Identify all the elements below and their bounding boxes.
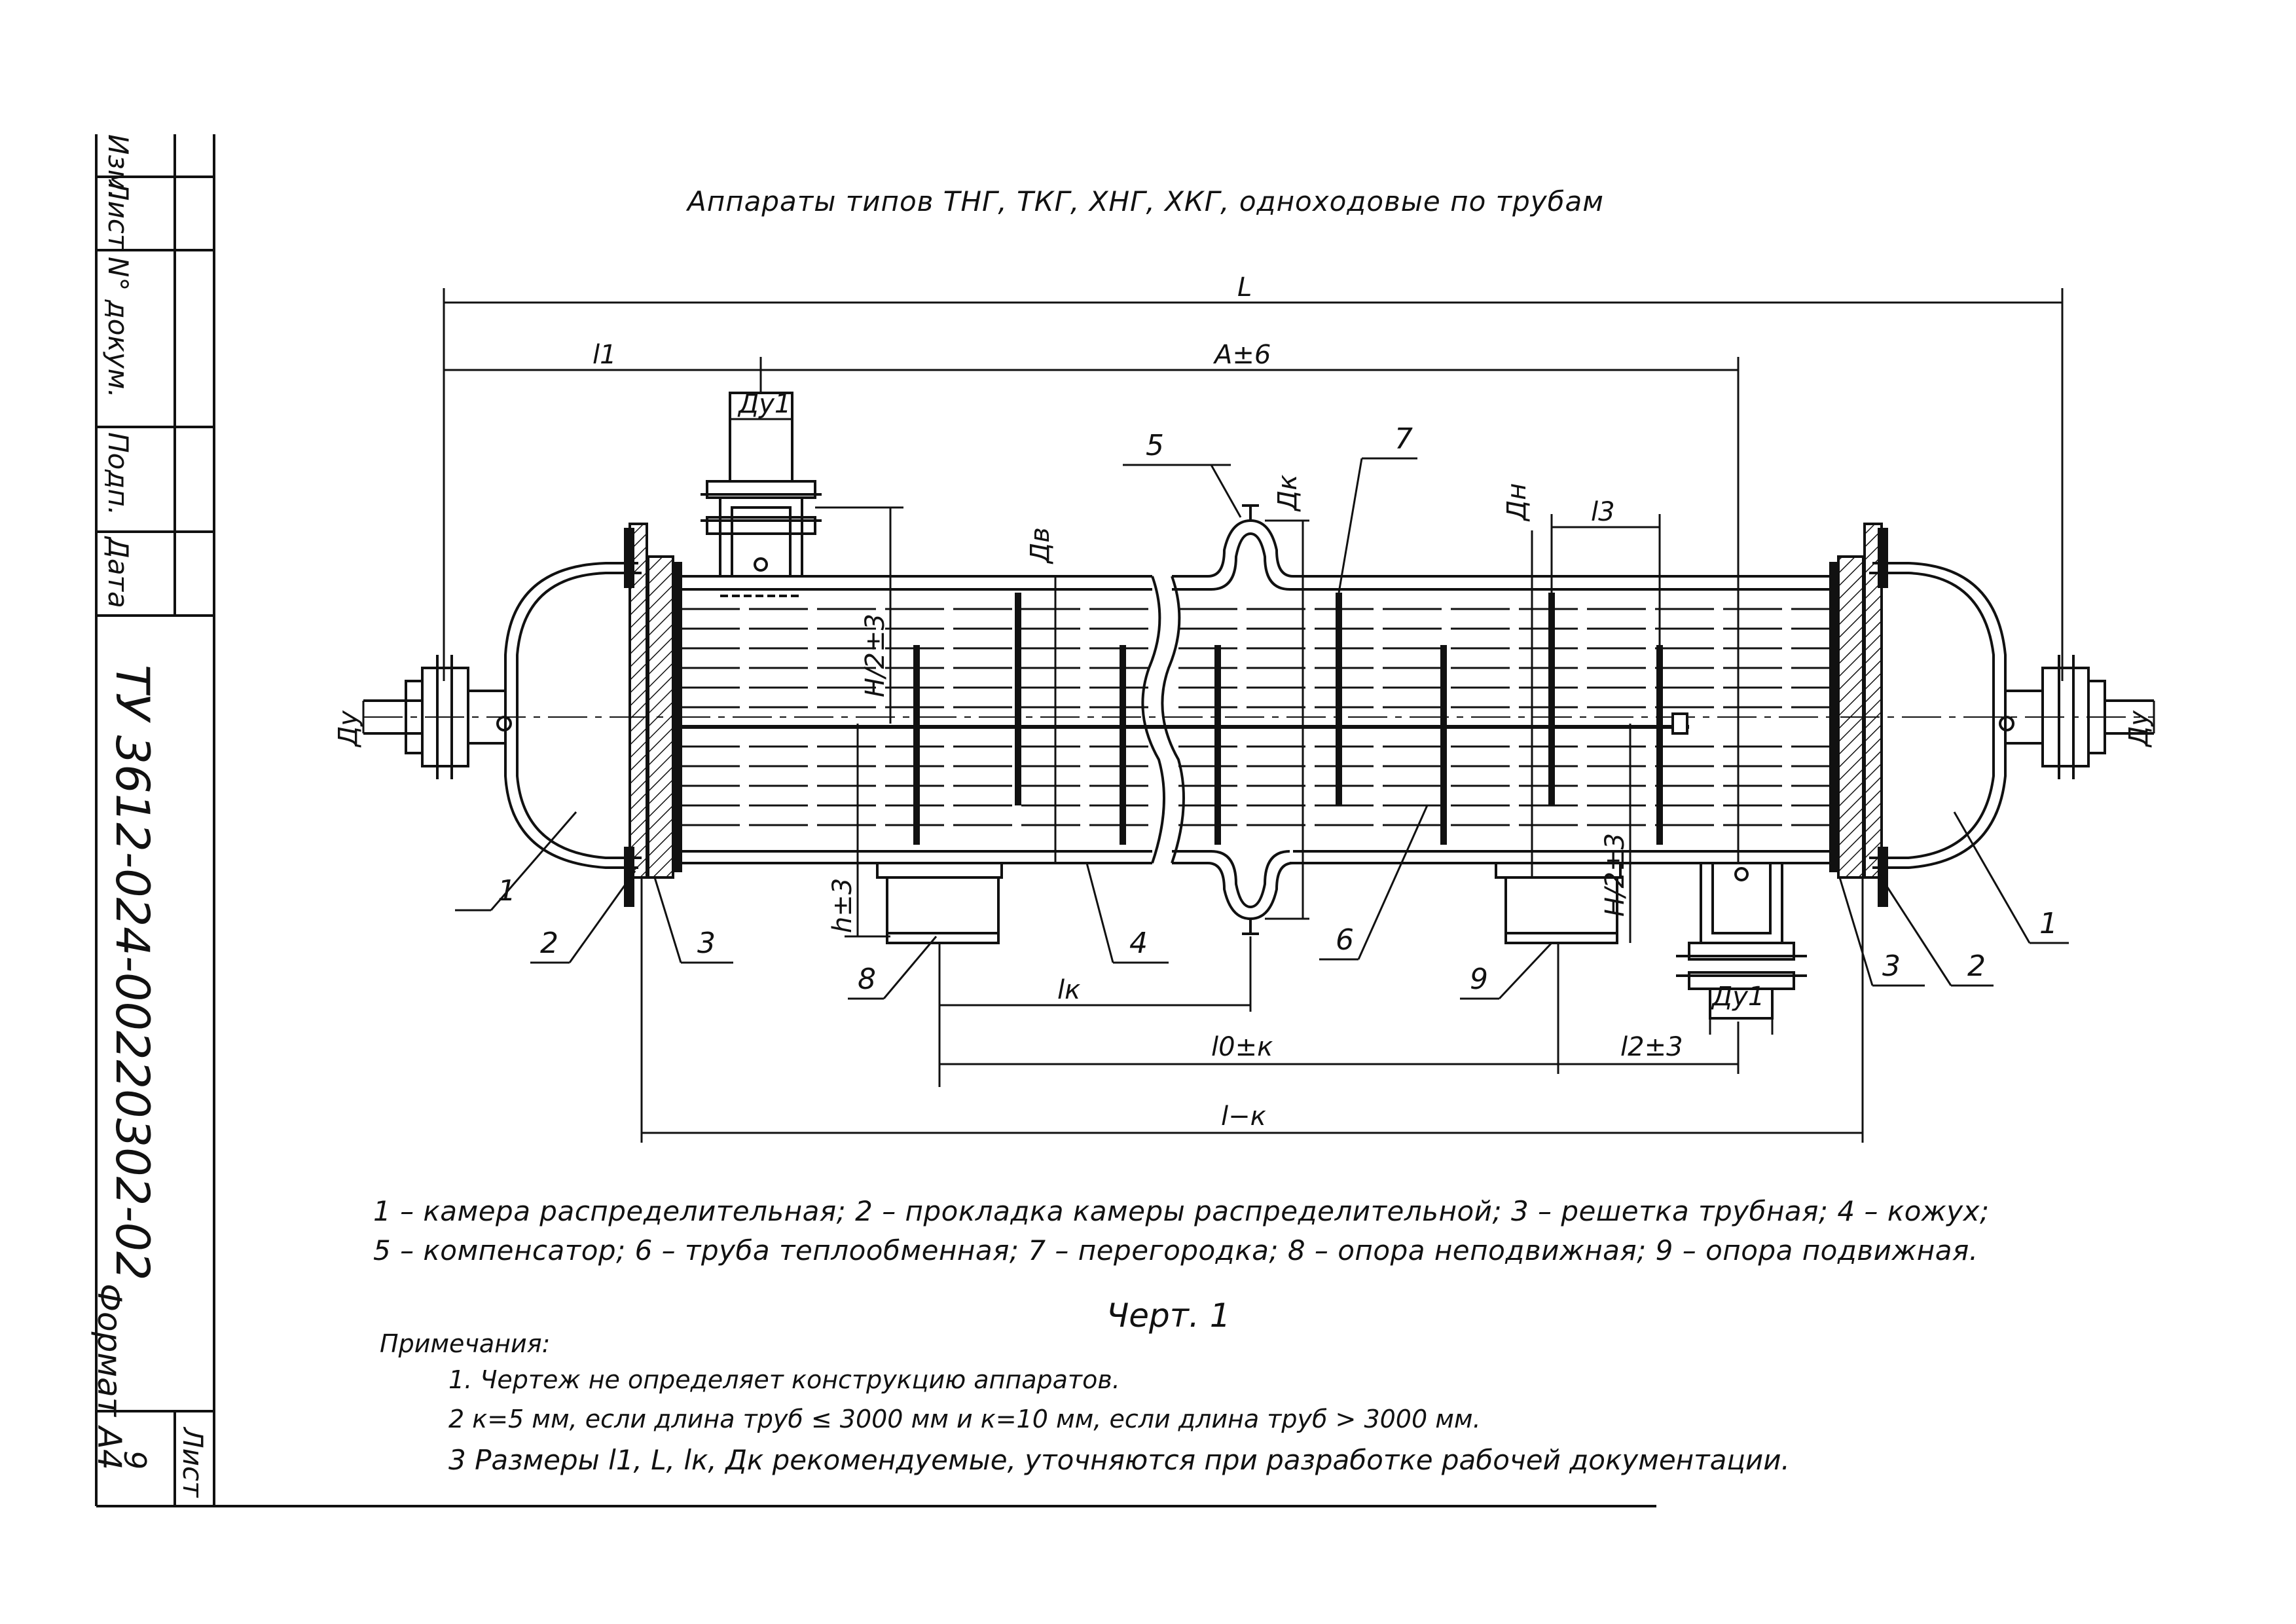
dim-l1: l1 [592, 340, 617, 370]
stamp-doc-code: ТУ 3612-024-00220302-02 [105, 665, 159, 1281]
left-chamber [516, 572, 642, 859]
compensator [1207, 519, 1294, 578]
dim-l3: l3 [1591, 497, 1615, 527]
stamp-date: Дата [102, 536, 134, 608]
dim-h2-right: H/2±3 [1600, 833, 1630, 917]
right-chamber [1869, 572, 1995, 859]
notes-title: Примечания: [380, 1329, 551, 1358]
dim-du1-bottom: Ду1 [1711, 982, 1764, 1012]
dim-du-right: Ду [2124, 710, 2154, 748]
stamp-izm: Изм. [102, 134, 134, 199]
dim-l0: l0±к [1211, 1032, 1273, 1062]
legend-line-1: 1 – камера распределительная; 2 – прокла… [373, 1195, 1990, 1227]
note-2: 2 к=5 мм, если длина труб ≤ 3000 мм и к=… [448, 1405, 1481, 1433]
dim-du-left: Ду [333, 710, 363, 748]
stamp-format: Формат А4 [90, 1283, 128, 1470]
dim-l2: l2±3 [1620, 1032, 1683, 1062]
note-1: 1. Чертеж не определяет конструкцию аппа… [448, 1365, 1120, 1394]
dim-L: L [1237, 272, 1252, 303]
callout-3-left: 3 [697, 927, 716, 960]
callout-1-left: 1 [498, 874, 516, 908]
callout-8: 8 [858, 963, 876, 996]
dim-h: h±3 [828, 878, 858, 933]
dim-dn: Дн [1502, 483, 1532, 522]
dim-A: A±6 [1212, 340, 1271, 370]
callout-1-right: 1 [2039, 907, 2058, 940]
drawing-title: Аппараты типов ТНГ, ТКГ, ХНГ, ХКГ, однох… [687, 185, 1604, 217]
dim-lk: lк [1057, 975, 1080, 1005]
fixed-support [876, 862, 1003, 879]
callout-2-right: 2 [1967, 950, 1986, 983]
callout-7: 7 [1394, 422, 1413, 456]
callout-2-left: 2 [540, 927, 558, 960]
stamp-list: Лист [102, 179, 134, 251]
callout-6: 6 [1336, 923, 1354, 957]
stamp-doc: N° докум. [102, 257, 134, 398]
shell-casing [681, 575, 1152, 591]
dim-dk: Дк [1273, 475, 1303, 512]
figure-caption: Черт. 1 [1106, 1297, 1231, 1335]
stamp-sign: Подп. [102, 432, 134, 515]
callout-3-right: 3 [1882, 950, 1901, 983]
callout-9: 9 [1470, 963, 1488, 996]
legend-line-2: 5 – компенсатор; 6 – труба теплообменная… [373, 1234, 1978, 1266]
stamp-sheet-number: 9 [117, 1450, 153, 1469]
stamp-sheet-label: Лист [177, 1426, 209, 1498]
heat-exchange-tubes [681, 608, 1831, 826]
dim-db: Дв [1025, 527, 1055, 564]
dim-du1-top: Ду1 [737, 389, 791, 419]
callout-5: 5 [1146, 429, 1164, 462]
callout-4: 4 [1129, 927, 1148, 960]
dim-h2-left: H/2±3 [860, 614, 890, 697]
note-3: 3 Размеры l1, L, lк, Дк рекомендуемые, у… [448, 1444, 1790, 1476]
dim-l-k: l−к [1221, 1101, 1266, 1132]
